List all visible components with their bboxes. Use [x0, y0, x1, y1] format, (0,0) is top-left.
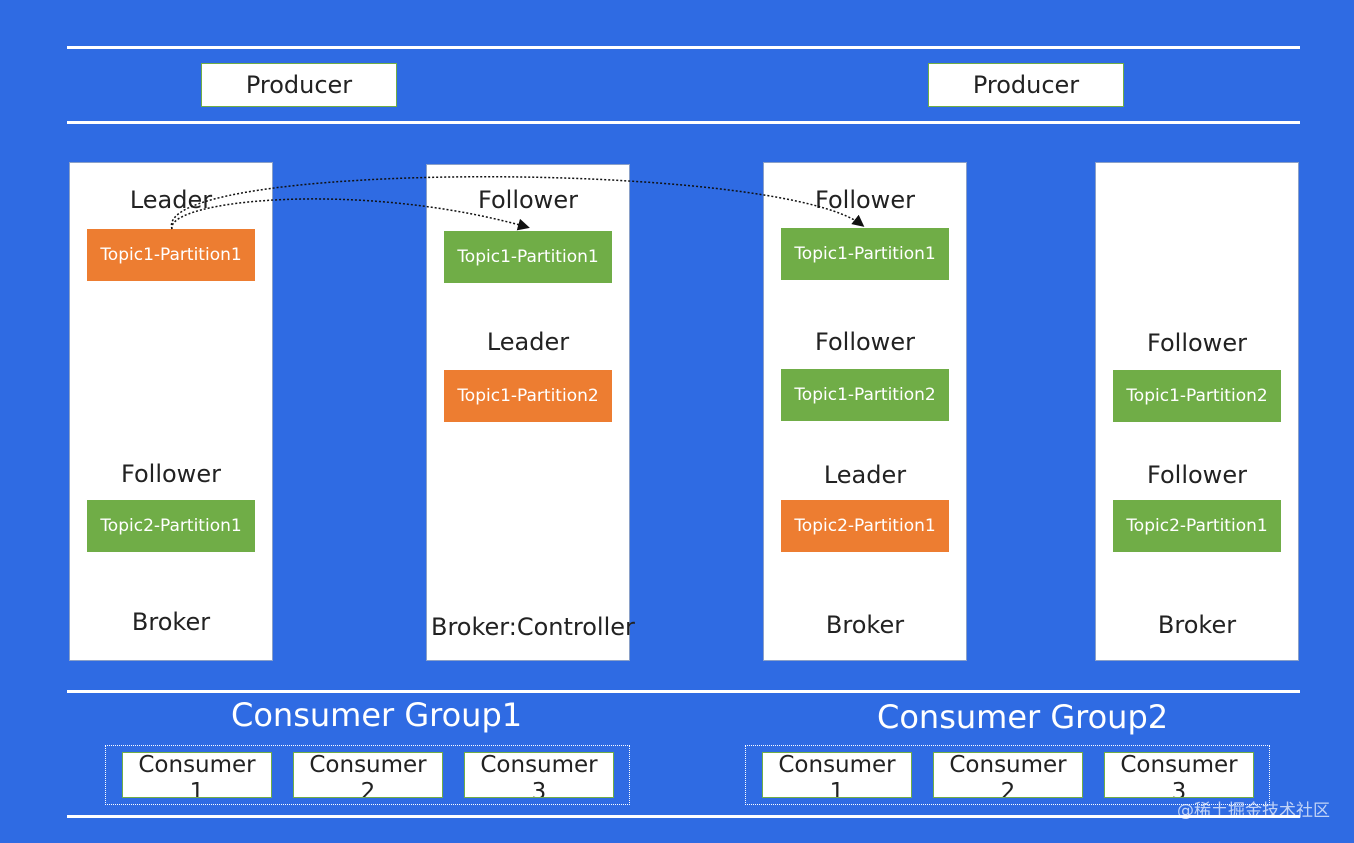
consumer-group-title: Consumer Group1 — [231, 696, 523, 734]
consumer-number: 3 — [531, 779, 547, 798]
consumer-number: 3 — [1171, 779, 1187, 798]
consumer-number: 1 — [829, 779, 845, 798]
partition-box: Topic1-Partition1 — [87, 229, 255, 281]
top-divider — [67, 46, 1300, 49]
broker-name: Broker:Controller — [431, 613, 635, 641]
consumer-number: 1 — [189, 779, 205, 798]
replica-role-label: Follower — [1147, 461, 1247, 489]
partition-box: Topic1-Partition2 — [781, 369, 949, 421]
broker-name: Broker — [131, 608, 211, 636]
replica-role-label: Follower — [1147, 329, 1247, 357]
replica-role-label: Follower — [815, 328, 915, 356]
partition-box: Topic2-Partition1 — [1113, 500, 1281, 552]
partition-box: Topic1-Partition1 — [781, 228, 949, 280]
watermark: @稀土掘金技术社区 — [1177, 801, 1330, 821]
broker-name: Broker — [1157, 611, 1237, 639]
consumer-number: 2 — [1000, 779, 1016, 798]
replica-role-label: Leader — [823, 461, 907, 489]
consumer-group-title: Consumer Group2 — [877, 698, 1169, 736]
partition-box: Topic2-Partition1 — [87, 500, 255, 552]
replica-role-label: Leader — [129, 186, 213, 214]
broker-box: Follower Topic1-Partition2 Follower Topi… — [1095, 162, 1299, 661]
bottom-divider — [67, 815, 1300, 818]
replica-role-label: Follower — [121, 460, 221, 488]
replica-role-label: Follower — [815, 186, 915, 214]
consumer-label: Consumer — [1120, 752, 1238, 778]
consumer-number: 2 — [360, 779, 376, 798]
consumer-label: Consumer — [309, 752, 427, 778]
partition-box: Topic1-Partition1 — [444, 231, 612, 283]
broker-box: Follower Topic1-Partition1 Follower Topi… — [763, 162, 967, 661]
partition-box: Topic1-Partition2 — [1113, 370, 1281, 422]
producer-box: Producer — [201, 63, 397, 107]
broker-name: Broker — [825, 611, 905, 639]
replication-arrow — [171, 176, 865, 230]
replica-role-label: Leader — [486, 328, 570, 356]
broker-box: Leader Topic1-Partition1 Follower Topic2… — [69, 162, 273, 661]
partition-box: Topic2-Partition1 — [781, 500, 949, 552]
broker-box: Follower Topic1-Partition1 Leader Topic1… — [426, 164, 635, 661]
consumer-label: Consumer — [138, 752, 256, 778]
producer-divider — [67, 121, 1300, 124]
consumer-divider — [67, 690, 1300, 693]
consumer-label: Consumer — [480, 752, 598, 778]
replication-arrow — [171, 198, 530, 231]
consumer-label: Consumer — [949, 752, 1067, 778]
partition-box: Topic1-Partition2 — [444, 370, 612, 422]
producer-box: Producer — [928, 63, 1124, 107]
consumer-label: Consumer — [778, 752, 896, 778]
replica-role-label: Follower — [478, 186, 578, 214]
